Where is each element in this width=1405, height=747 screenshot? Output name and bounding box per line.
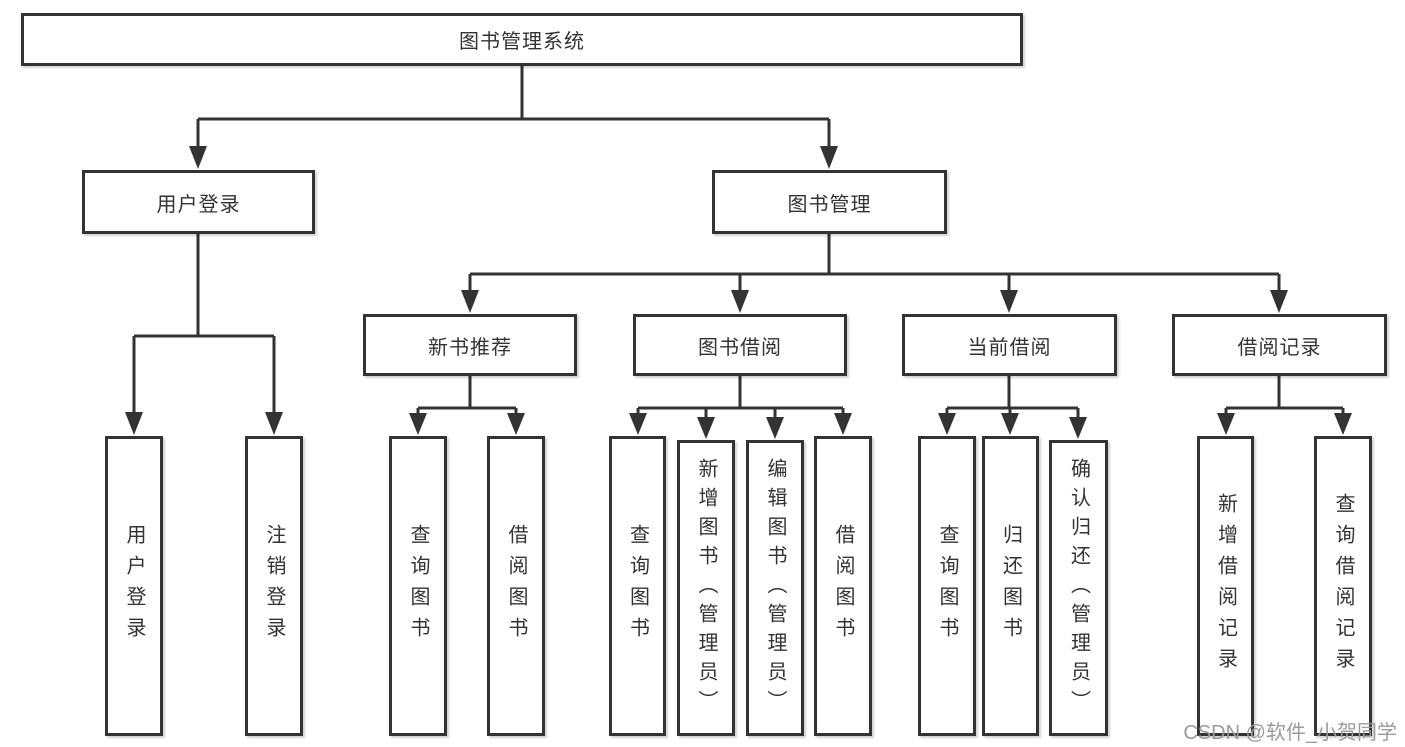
node-library-management-system: 图书管理系统: [21, 13, 1023, 66]
node-label: 查询图书: [626, 524, 649, 648]
node-book-management: 图书管理: [712, 170, 947, 234]
watermark-text: CSDN @软件_小贺同学: [1183, 722, 1397, 744]
node-label: 借阅图书: [832, 524, 854, 648]
node-label: 新增借阅记录: [1214, 493, 1237, 679]
leaf-add-borrowing-record: 新增借阅记录: [1197, 436, 1254, 736]
node-label: 当前借阅: [967, 336, 1052, 359]
node-borrowing-records: 借阅记录: [1172, 314, 1387, 376]
node-label: 借阅记录: [1237, 336, 1322, 359]
node-label: 归还图书: [999, 524, 1022, 648]
node-user-login: 用户登录: [82, 170, 315, 234]
node-label: 图书借阅: [698, 336, 782, 359]
leaf-query-books: 查询图书: [918, 436, 976, 736]
leaf-confirm-return-admin: 确认归还（管理员）: [1049, 440, 1108, 736]
node-label: 图书管理系统: [459, 31, 585, 53]
node-new-book-recommendation: 新书推荐: [363, 314, 577, 376]
node-label: 新书推荐: [428, 336, 512, 359]
leaf-user-login: 用户登录: [105, 436, 163, 736]
leaf-logout: 注销登录: [245, 436, 303, 736]
node-label: 确认归还（管理员）: [1067, 457, 1090, 719]
node-label: 图书管理: [787, 193, 872, 216]
node-current-borrowing: 当前借阅: [902, 314, 1117, 376]
leaf-edit-book-admin: 编辑图书（管理员）: [746, 440, 804, 736]
leaf-add-book-admin: 新增图书（管理员）: [677, 440, 735, 736]
node-label: 新增图书（管理员）: [695, 457, 717, 719]
node-label: 查询图书: [936, 524, 958, 648]
node-label: 借阅图书: [505, 524, 527, 648]
node-book-borrowing: 图书借阅: [633, 314, 847, 376]
leaf-borrow-books: 借阅图书: [487, 436, 545, 736]
node-label: 注销登录: [263, 524, 285, 648]
node-label: 查询图书: [407, 524, 429, 648]
node-label: 编辑图书（管理员）: [764, 457, 786, 719]
leaf-return-books: 归还图书: [982, 436, 1039, 736]
node-label: 用户登录: [123, 524, 145, 648]
leaf-query-borrowing-record: 查询借阅记录: [1314, 436, 1372, 736]
leaf-query-books: 查询图书: [389, 436, 447, 736]
node-label: 用户登录: [156, 193, 241, 216]
node-label: 查询借阅记录: [1332, 493, 1354, 679]
leaf-query-books: 查询图书: [609, 436, 666, 736]
leaf-borrow-books: 借阅图书: [814, 436, 872, 736]
